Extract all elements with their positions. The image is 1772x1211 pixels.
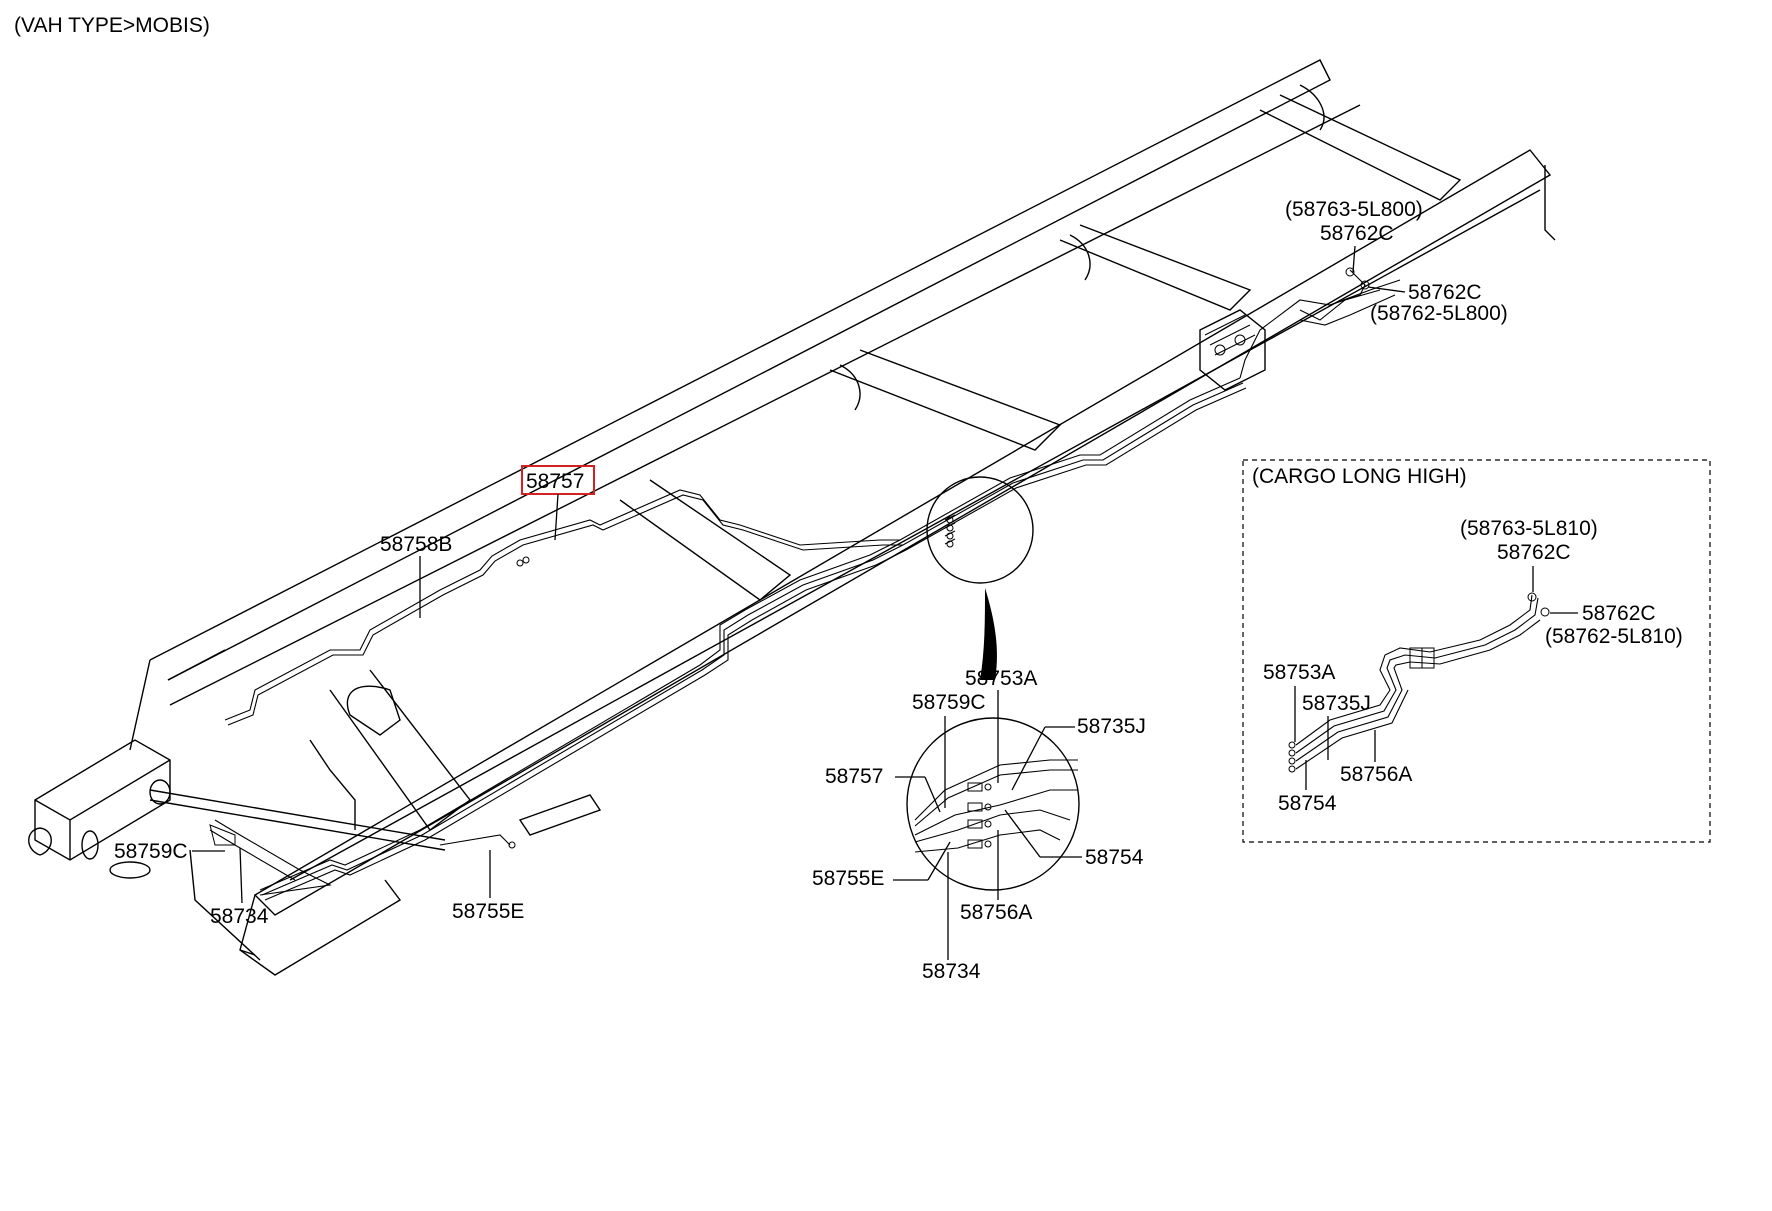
label-58755e: 58755E <box>452 900 524 923</box>
cargo-label-58763-5l810: (58763-5L810) <box>1460 517 1598 540</box>
cargo-label-58762c-right: 58762C <box>1582 602 1656 625</box>
cargo-label-58762-5l810: (58762-5L810) <box>1545 625 1683 648</box>
detail-view: 58753A 58759C 58735J 58757 58754 58755E … <box>812 667 1146 983</box>
detail-label-58759c: 58759C <box>912 691 986 714</box>
detail-label-58757: 58757 <box>825 765 883 788</box>
main-labels: 58757 58758B 58759C 58734 58755E (58763-… <box>114 198 1508 928</box>
label-58758b: 58758B <box>380 533 452 556</box>
detail-label-58734: 58734 <box>922 960 981 983</box>
detail-label-58735j: 58735J <box>1077 715 1146 738</box>
label-58757: 58757 <box>526 470 584 493</box>
cargo-label-58762c-top: 58762C <box>1497 541 1571 564</box>
label-58763-5l800: (58763-5L800) <box>1285 198 1423 221</box>
label-58762-5l800: (58762-5L800) <box>1370 302 1508 325</box>
cargo-label-58754: 58754 <box>1278 792 1337 815</box>
brake-pipes <box>209 267 1401 901</box>
label-58759c: 58759C <box>114 840 188 863</box>
cargo-label-58753a: 58753A <box>1263 661 1335 684</box>
cargo-long-high-box: (CARGO LONG HIGH) (58763-5L810) 58762C 5… <box>1242 459 1711 843</box>
detail-label-58755e: 58755E <box>812 867 884 890</box>
detail-label-58756a: 58756A <box>960 901 1032 924</box>
label-58734: 58734 <box>210 905 269 928</box>
label-58762c-right: 58762C <box>1408 281 1482 304</box>
vehicle-frame <box>28 59 1556 976</box>
cargo-box-title: (CARGO LONG HIGH) <box>1252 465 1467 488</box>
cargo-pipes <box>1288 592 1550 773</box>
detail-label-58754: 58754 <box>1085 846 1144 869</box>
detail-callout-circle <box>926 476 1034 680</box>
detail-fittings <box>967 782 992 849</box>
detail-label-58753a: 58753A <box>965 667 1037 690</box>
label-58762c-top: 58762C <box>1320 222 1394 245</box>
cargo-label-58756a: 58756A <box>1340 763 1412 786</box>
vah-type-label: (VAH TYPE>MOBIS) <box>14 14 210 37</box>
cargo-label-58735j: 58735J <box>1302 692 1371 715</box>
